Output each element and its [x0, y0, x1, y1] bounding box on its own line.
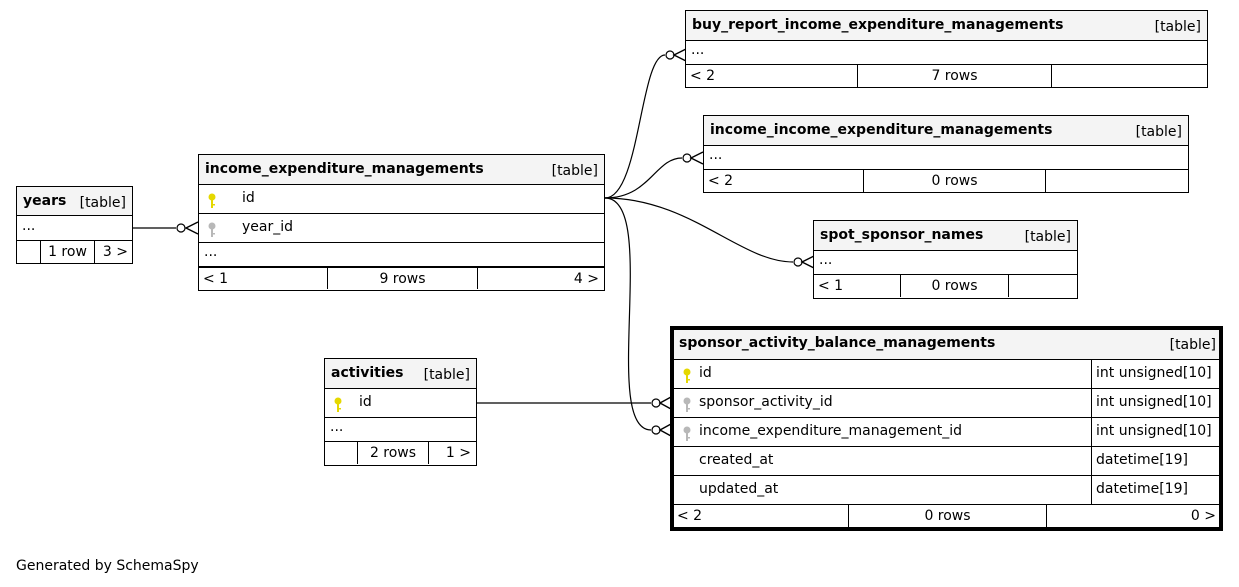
table-name: income_income_expenditure_managements: [710, 122, 1053, 138]
parents-link[interactable]: 1 >: [445, 445, 471, 461]
rel-iem-spot: [604, 197, 794, 263]
table-name: sponsor_activity_balance_managements: [679, 335, 996, 351]
column-type: datetime[19]: [1091, 476, 1188, 504]
foreign-key-icon: [683, 397, 691, 412]
ellipsis-row: ...: [199, 243, 604, 267]
table-years[interactable]: years [table] ... 1 row 3 >: [16, 186, 133, 264]
children-link[interactable]: < 1: [199, 268, 328, 289]
row-count: 2 rows: [358, 442, 429, 464]
column-name: id: [359, 394, 372, 410]
primary-key-icon: [683, 368, 691, 383]
table-footer: < 2 0 rows: [704, 170, 1188, 192]
table-header: activities [table]: [325, 359, 476, 389]
table-footer: < 2 7 rows: [686, 65, 1207, 87]
table-footer: < 1 0 rows: [814, 275, 1077, 297]
parents-link[interactable]: 3 >: [102, 244, 128, 260]
rel-iem-sabm: [604, 197, 652, 431]
table-spot-sponsor-names[interactable]: spot_sponsor_names [table] ... < 1 0 row…: [813, 220, 1078, 299]
table-name: income_expenditure_managements: [205, 161, 484, 177]
row-count: 0 rows: [849, 505, 1047, 527]
table-kind: [table]: [423, 367, 470, 383]
column-name: created_at: [699, 452, 774, 468]
table-header: years [table]: [17, 187, 132, 216]
table-footer: < 2 0 rows 0 >: [674, 505, 1219, 527]
table-kind: [table]: [1135, 124, 1182, 140]
foreign-key-icon: [683, 426, 691, 441]
rel-end-iem: [176, 223, 186, 233]
ellipsis-row: ...: [17, 216, 132, 241]
column-name: sponsor_activity_id: [699, 394, 833, 410]
column-type: int unsigned[10]: [1091, 418, 1212, 446]
table-income-income-expenditure-managements[interactable]: income_income_expenditure_managements [t…: [703, 115, 1189, 193]
children-link[interactable]: < 2: [674, 505, 849, 527]
ellipsis-row: ...: [704, 146, 1188, 170]
table-name: buy_report_income_expenditure_management…: [692, 17, 1064, 33]
column-name: income_expenditure_management_id: [699, 423, 963, 439]
column-row[interactable]: year_id: [199, 214, 604, 243]
generated-by-caption: Generated by SchemaSpy: [16, 558, 199, 574]
table-kind: [table]: [1024, 229, 1071, 245]
ellipsis: ...: [819, 252, 833, 268]
column-row-updated-at[interactable]: updated_at datetime[19]: [674, 476, 1219, 505]
foreign-key-icon: [208, 222, 216, 237]
children-count[interactable]: [325, 442, 358, 464]
table-header: income_income_expenditure_managements [t…: [704, 116, 1188, 146]
ellipsis: ...: [709, 147, 723, 163]
column-row[interactable]: id: [199, 185, 604, 214]
column-row[interactable]: id: [325, 389, 476, 418]
table-header: buy_report_income_expenditure_management…: [686, 11, 1207, 41]
ellipsis-row: ...: [325, 418, 476, 442]
ellipsis-row: ...: [686, 41, 1207, 65]
row-count: 9 rows: [328, 268, 478, 289]
parents-link[interactable]: 4 >: [573, 271, 599, 287]
table-footer: 2 rows 1 >: [325, 442, 476, 464]
table-activities[interactable]: activities [table] id ... 2 rows 1 >: [324, 358, 477, 466]
column-row-id[interactable]: id int unsigned[10]: [674, 360, 1219, 389]
rel-iem-income: [604, 157, 683, 199]
table-kind: [table]: [79, 195, 126, 211]
column-type: int unsigned[10]: [1091, 360, 1212, 388]
table-footer: < 1 9 rows 4 >: [199, 267, 604, 289]
children-link[interactable]: < 1: [814, 275, 901, 297]
table-name: activities: [331, 365, 404, 381]
row-count: 0 rows: [864, 170, 1046, 192]
row-count: 0 rows: [901, 275, 1009, 297]
ellipsis: ...: [204, 244, 218, 260]
table-name: spot_sponsor_names: [820, 227, 984, 243]
table-kind: [table]: [1169, 337, 1216, 353]
column-row-sponsor-activity-id[interactable]: sponsor_activity_id int unsigned[10]: [674, 389, 1219, 418]
column-row-created-at[interactable]: created_at datetime[19]: [674, 447, 1219, 476]
column-name: id: [242, 190, 255, 206]
row-count: 7 rows: [858, 65, 1052, 87]
children-link[interactable]: < 2: [704, 170, 864, 192]
column-row-income-expenditure-management-id[interactable]: income_expenditure_management_id int uns…: [674, 418, 1219, 447]
table-header: spot_sponsor_names [table]: [814, 221, 1077, 251]
table-footer: 1 row 3 >: [17, 241, 132, 263]
column-type: datetime[19]: [1091, 447, 1188, 475]
rel-iem-buy: [604, 54, 666, 199]
table-header: income_expenditure_managements [table]: [199, 155, 604, 185]
table-kind: [table]: [1154, 19, 1201, 35]
column-name: updated_at: [699, 481, 779, 497]
row-count: 1 row: [41, 241, 95, 263]
parents-link[interactable]: 0 >: [1190, 508, 1216, 524]
primary-key-icon: [334, 397, 342, 412]
ellipsis: ...: [330, 419, 344, 435]
table-income-expenditure-managements[interactable]: income_expenditure_managements [table] i…: [198, 154, 605, 291]
table-buy-report-income-expenditure-managements[interactable]: buy_report_income_expenditure_management…: [685, 10, 1208, 88]
column-name: id: [699, 365, 712, 381]
ellipsis-row: ...: [814, 251, 1077, 275]
children-count[interactable]: [17, 241, 41, 263]
column-name: year_id: [242, 219, 294, 235]
primary-key-icon: [208, 193, 216, 208]
table-sponsor-activity-balance-managements[interactable]: sponsor_activity_balance_managements [ta…: [670, 326, 1223, 531]
ellipsis: ...: [691, 42, 705, 58]
table-header: sponsor_activity_balance_managements [ta…: [674, 330, 1219, 360]
table-kind: [table]: [551, 163, 598, 179]
table-name: years: [23, 193, 67, 209]
children-link[interactable]: < 2: [686, 65, 858, 87]
column-type: int unsigned[10]: [1091, 389, 1212, 417]
ellipsis: ...: [22, 218, 36, 234]
